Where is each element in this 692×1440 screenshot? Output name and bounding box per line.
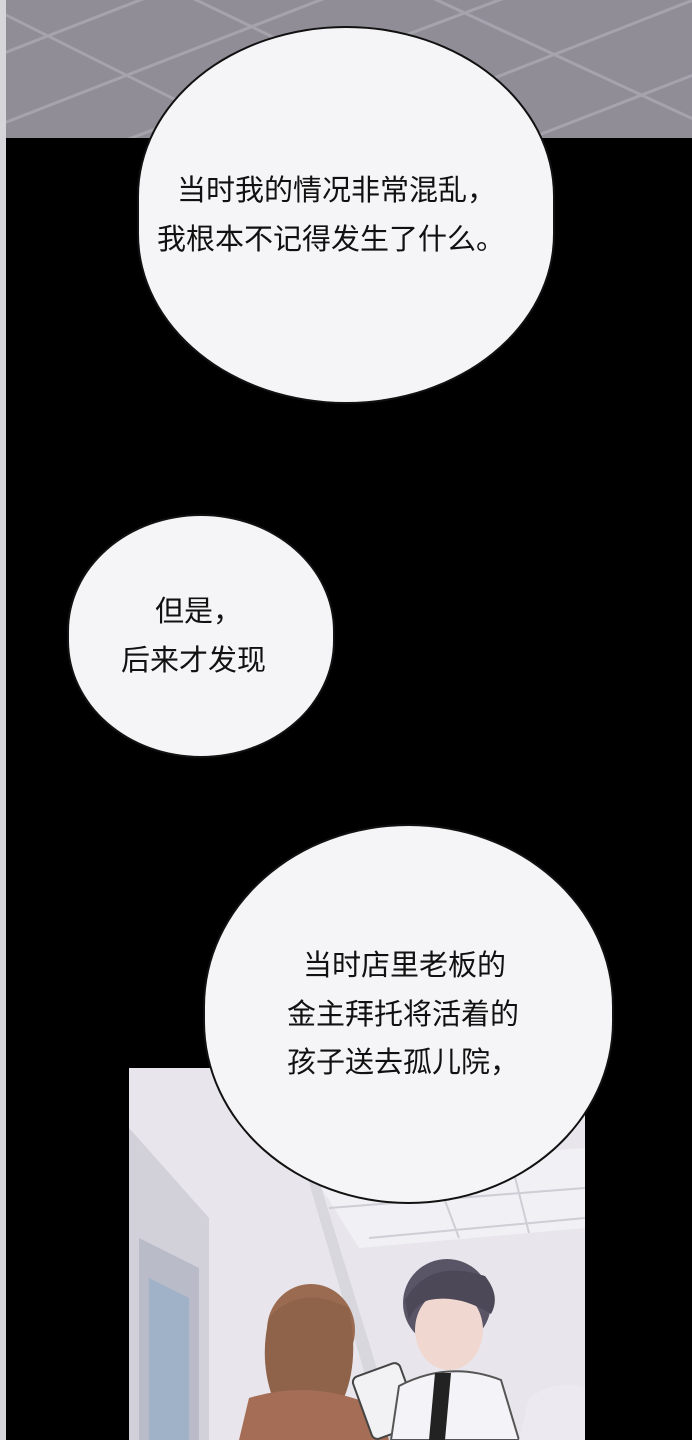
speech-line: 我根本不记得发生了什么。 xyxy=(157,222,506,256)
speech-bubble-3: 当时店里老板的 金主拜托将活着的 孩子送去孤儿院， xyxy=(203,824,614,1204)
speech-bubble-2: 但是， 后来才发现 xyxy=(67,514,335,758)
speech-line: 当时店里老板的 xyxy=(303,947,507,982)
speech-bubble-1: 当时我的情况非常混乱， 我根本不记得发生了什么。 xyxy=(137,26,555,404)
speech-line: 孩子送去孤儿院， xyxy=(287,1045,520,1080)
speech-line: 金主拜托将活着的 xyxy=(287,996,520,1031)
speech-line: 但是， xyxy=(155,594,243,629)
speech-line: 后来才发现 xyxy=(121,643,267,677)
page-edge-strip xyxy=(0,0,6,1440)
speech-line: 当时我的情况非常混乱， xyxy=(177,173,497,208)
